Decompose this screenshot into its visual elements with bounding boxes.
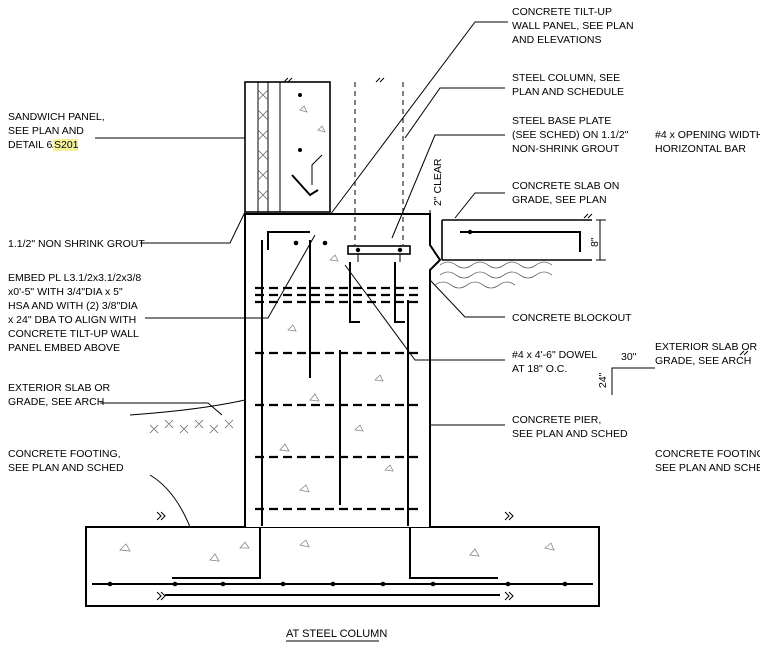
concrete-pier bbox=[244, 213, 442, 527]
concrete-footing bbox=[85, 511, 600, 607]
svg-text:CONCRETE PIER,: CONCRETE PIER, bbox=[512, 414, 601, 426]
dim-24: 24" bbox=[597, 372, 609, 388]
svg-text:CONCRETE TILT-UP WALL: CONCRETE TILT-UP WALL bbox=[8, 328, 139, 340]
svg-text:STEEL COLUMN, SEE: STEEL COLUMN, SEE bbox=[512, 72, 620, 84]
dim-30: 30" bbox=[621, 351, 637, 363]
svg-text:WALL PANEL, SEE PLAN: WALL PANEL, SEE PLAN bbox=[512, 20, 634, 32]
note-footing-right: CONCRETE FOOTING, SEE PLAN AND SCHED bbox=[655, 448, 760, 474]
svg-text:GRADE, SEE ARCH: GRADE, SEE ARCH bbox=[655, 355, 751, 367]
note-tilt-up: CONCRETE TILT-UP WALL PANEL, SEE PLAN AN… bbox=[512, 6, 634, 46]
dim-clear: 2" CLEAR bbox=[432, 158, 444, 206]
note-opening-bar: #4 x OPENING WIDTH HORIZONTAL BAR bbox=[655, 129, 760, 155]
detail-reference-link[interactable]: S201 bbox=[54, 139, 79, 151]
note-slab-on-grade: CONCRETE SLAB ON GRADE, SEE PLAN bbox=[512, 180, 619, 206]
svg-text:x 24" DBA TO ALIGN WITH: x 24" DBA TO ALIGN WITH bbox=[8, 314, 136, 326]
svg-text:HORIZONTAL BAR: HORIZONTAL BAR bbox=[655, 143, 746, 155]
svg-text:#4 x OPENING WIDTH: #4 x OPENING WIDTH bbox=[655, 129, 760, 141]
svg-text:SEE PLAN AND SCHED: SEE PLAN AND SCHED bbox=[512, 428, 628, 440]
svg-text:1.1/2" NON SHRINK GROUT: 1.1/2" NON SHRINK GROUT bbox=[8, 238, 145, 250]
note-grout: 1.1/2" NON SHRINK GROUT bbox=[8, 238, 145, 250]
note-steel-column: STEEL COLUMN, SEE PLAN AND SCHEDULE bbox=[512, 72, 624, 98]
svg-text:GRADE, SEE PLAN: GRADE, SEE PLAN bbox=[512, 194, 607, 206]
svg-text:SANDWICH PANEL,: SANDWICH PANEL, bbox=[8, 111, 105, 123]
svg-text:#4 x 4'-6" DOWEL: #4 x 4'-6" DOWEL bbox=[512, 349, 597, 361]
leader-lines bbox=[95, 21, 508, 528]
svg-text:CONCRETE SLAB ON: CONCRETE SLAB ON bbox=[512, 180, 619, 192]
svg-text:AT 18" O.C.: AT 18" O.C. bbox=[512, 363, 567, 375]
dim-slab-thickness: 8" bbox=[589, 237, 601, 247]
note-dowel: #4 x 4'-6" DOWEL AT 18" O.C. bbox=[512, 349, 597, 375]
svg-text:STEEL BASE PLATE: STEEL BASE PLATE bbox=[512, 115, 611, 127]
note-base-plate: STEEL BASE PLATE (SEE SCHED) ON 1.1/2" N… bbox=[512, 115, 629, 155]
note-exterior-slab-left: EXTERIOR SLAB OR GRADE, SEE ARCH bbox=[8, 382, 111, 408]
note-pier: CONCRETE PIER, SEE PLAN AND SCHED bbox=[512, 414, 628, 440]
tilt-up-wall-panel bbox=[244, 77, 331, 213]
drawing-title: AT STEEL COLUMN bbox=[286, 628, 387, 642]
svg-text:AND ELEVATIONS: AND ELEVATIONS bbox=[512, 34, 601, 46]
steel-column bbox=[347, 77, 411, 262]
svg-text:CONCRETE FOOTING,: CONCRETE FOOTING, bbox=[655, 448, 760, 460]
svg-text:GRADE, SEE ARCH: GRADE, SEE ARCH bbox=[8, 396, 104, 408]
note-sandwich-panel: SANDWICH PANEL, SEE PLAN AND DETAIL 6/ S… bbox=[8, 111, 105, 151]
note-footing-left: CONCRETE FOOTING, SEE PLAN AND SCHED bbox=[8, 448, 124, 474]
svg-text:AT STEEL COLUMN: AT STEEL COLUMN bbox=[286, 628, 387, 640]
svg-text:EXTERIOR SLAB OR: EXTERIOR SLAB OR bbox=[655, 341, 758, 353]
svg-text:CONCRETE TILT-UP: CONCRETE TILT-UP bbox=[512, 6, 612, 18]
svg-text:CONCRETE BLOCKOUT: CONCRETE BLOCKOUT bbox=[512, 312, 632, 324]
svg-text:(SEE SCHED) ON 1.1/2": (SEE SCHED) ON 1.1/2" bbox=[512, 129, 629, 141]
note-exterior-slab-right: EXTERIOR SLAB OR GRADE, SEE ARCH bbox=[655, 341, 758, 367]
svg-text:x0'-5" WITH 3/4"DIA x 5": x0'-5" WITH 3/4"DIA x 5" bbox=[8, 286, 123, 298]
svg-text:SEE PLAN AND: SEE PLAN AND bbox=[8, 125, 84, 137]
svg-text:SEE PLAN AND SCHED: SEE PLAN AND SCHED bbox=[8, 462, 124, 474]
svg-text:CONCRETE FOOTING,: CONCRETE FOOTING, bbox=[8, 448, 121, 460]
note-embed-plate: EMBED PL L3.1/2x3.1/2x3/8 x0'-5" WITH 3/… bbox=[8, 272, 141, 354]
note-blockout: CONCRETE BLOCKOUT bbox=[512, 312, 632, 324]
svg-text:PLAN AND SCHEDULE: PLAN AND SCHEDULE bbox=[512, 86, 624, 98]
exterior-grade-left bbox=[129, 399, 246, 434]
svg-text:PANEL EMBED ABOVE: PANEL EMBED ABOVE bbox=[8, 342, 120, 354]
svg-text:NON-SHRINK GROUT: NON-SHRINK GROUT bbox=[512, 143, 620, 155]
svg-text:EXTERIOR SLAB OR: EXTERIOR SLAB OR bbox=[8, 382, 111, 394]
svg-text:DETAIL 6/: DETAIL 6/ bbox=[8, 139, 55, 151]
slab-on-grade bbox=[434, 213, 606, 289]
svg-text:HSA AND WITH (2) 3/8"DIA: HSA AND WITH (2) 3/8"DIA bbox=[8, 300, 138, 312]
svg-text:SEE PLAN AND SCHED: SEE PLAN AND SCHED bbox=[655, 462, 760, 474]
svg-text:EMBED PL L3.1/2x3.1/2x3/8: EMBED PL L3.1/2x3.1/2x3/8 bbox=[8, 272, 141, 284]
exterior-grade-right bbox=[611, 350, 749, 395]
